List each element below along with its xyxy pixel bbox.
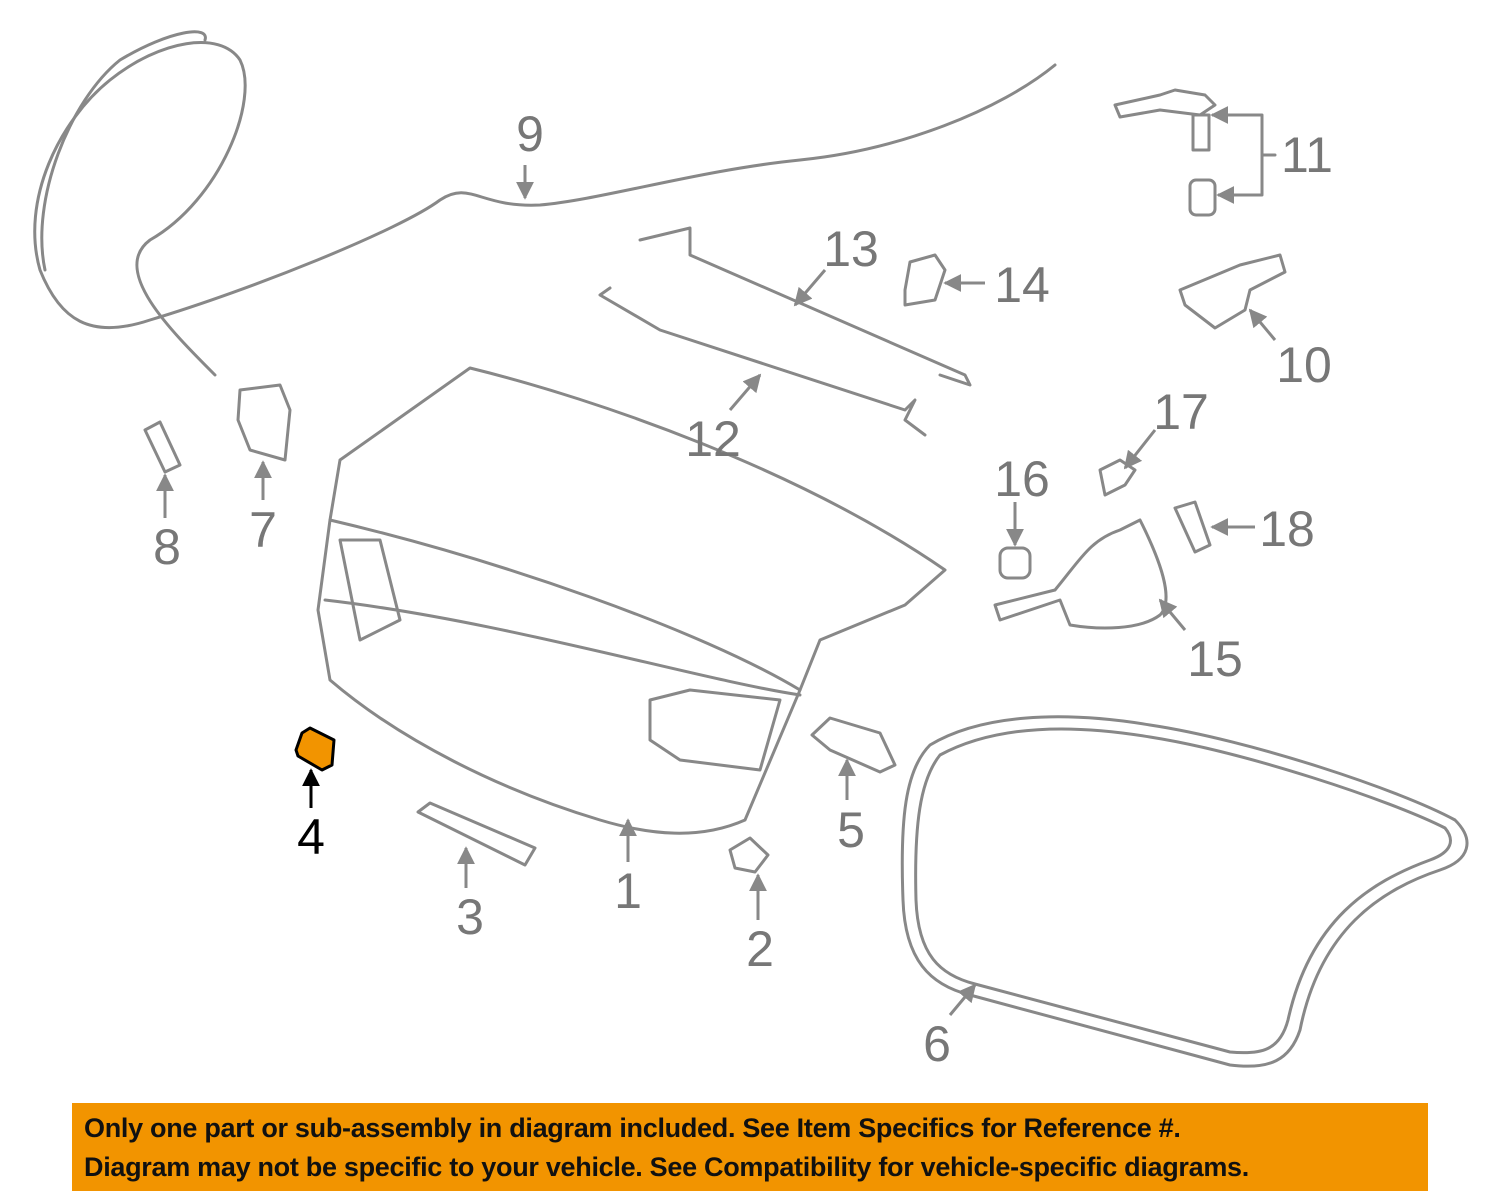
disclaimer-line-1: Only one part or sub-assembly in diagram… [84,1113,1181,1143]
callout-label-14: 14 [994,257,1050,313]
callout-label-9: 9 [516,106,544,162]
callout-label-8: 8 [153,519,181,575]
callout-label-10: 10 [1276,337,1332,393]
callout-arrow-6 [948,983,977,1016]
callout-label-5: 5 [837,802,865,858]
key-cylinder-part-11 [1113,88,1217,217]
callout-label-15: 15 [1187,631,1243,687]
callout-arrow-13 [793,269,827,307]
callout-label-11: 11 [1281,127,1333,183]
callout-label-18: 18 [1259,501,1315,557]
bracket-part-17 [1098,458,1137,497]
weatherstrip-part-6 [900,715,1469,1068]
callout-label-6: 6 [923,1016,951,1072]
callout-arrow-17 [1123,429,1157,470]
bumper-part-2 [728,836,770,874]
release-cable-part-9 [33,30,1057,377]
callout-arrow-10 [1248,308,1277,341]
bracket-part-8 [143,420,182,474]
callout-label-13: 13 [823,221,879,277]
clip-part-14 [903,253,947,307]
callout-label-12: 12 [685,411,741,467]
garnish-part-3 [416,801,537,867]
callout-label-1: 1 [614,863,642,919]
hinge-part-15 [993,518,1168,630]
callout-label-7: 7 [249,502,277,558]
callout-arrow-15 [1158,598,1187,631]
cover-part-18 [1173,500,1212,554]
callout-label-4: 4 [297,809,325,865]
support-rod-part-12 [598,286,927,437]
bracket-part-4-highlighted [294,726,336,772]
disclaimer-banner: Only one part or sub-assembly in diagram… [72,1103,1428,1191]
callout-label-2: 2 [746,921,774,977]
callout-label-17: 17 [1153,384,1209,440]
callout-bracket-11 [1260,113,1277,197]
callout-label-16: 16 [994,451,1050,507]
disclaimer-line-2: Diagram may not be specific to your vehi… [84,1152,1249,1182]
callout-arrow-12 [728,373,762,411]
callout-label-3: 3 [456,889,484,945]
latch-striker-part-10 [1178,253,1287,330]
trunk-lid-part-1 [316,366,947,835]
bracket-part-5 [810,716,897,774]
bumper-part-16 [998,546,1032,580]
support-rod-part-13 [638,226,972,387]
lock-actuator-part-7 [236,383,292,462]
